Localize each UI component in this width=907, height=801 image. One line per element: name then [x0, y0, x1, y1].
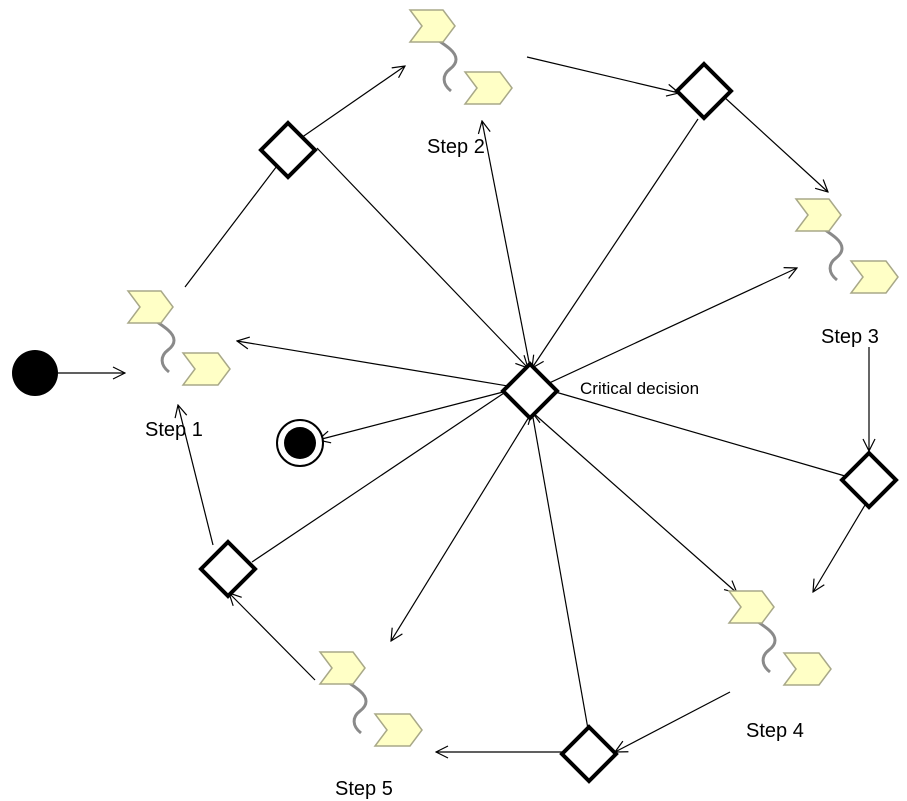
edge-step1-to-decision-a — [184, 161, 281, 288]
central-decision-diamond-icon[interactable] — [500, 361, 560, 421]
edge-center-to-step1 — [237, 341, 533, 391]
edge-center-to-final — [318, 390, 508, 440]
edge-center-to-step2 — [482, 121, 531, 368]
edge-decision-a-to-center — [316, 147, 528, 368]
edge-center-to-step4 — [531, 411, 737, 593]
activity-icon — [794, 197, 900, 295]
central-decision-label: Critical decision — [580, 379, 699, 398]
activity-icon — [727, 589, 833, 687]
step-1-node[interactable]: Step 1 — [126, 289, 232, 441]
decision-diamond-icon[interactable] — [258, 120, 318, 180]
edge-center-to-step3 — [531, 268, 797, 392]
edge-step2-to-decision-b — [526, 56, 679, 93]
edge-decision-c-to-center — [551, 390, 846, 477]
step-5-label: Step 5 — [335, 778, 393, 800]
edge-decision-e-to-step1 — [178, 405, 214, 546]
decision-diamond-icon[interactable] — [839, 450, 899, 510]
step-4-label: Step 4 — [746, 720, 804, 742]
step-nodes: Step 1 Step 2 Step 3 Step 4 Step 5 — [126, 8, 900, 800]
edge-decision-d-to-center — [532, 412, 589, 730]
edge-decision-b-to-center — [532, 118, 699, 368]
step-5-node[interactable]: Step 5 — [318, 650, 424, 800]
decision-diamonds — [198, 61, 899, 784]
activity-icon — [318, 650, 424, 748]
edge-decision-e-to-center — [251, 390, 508, 563]
activity-icon — [126, 289, 232, 387]
decision-diamond-icon[interactable] — [674, 61, 734, 121]
decision-diamond-icon[interactable] — [559, 724, 619, 784]
edge-decision-b-to-step3 — [722, 95, 828, 192]
step-1-label: Step 1 — [145, 419, 203, 441]
initial-node-icon[interactable] — [12, 350, 58, 396]
step-2-label: Step 2 — [427, 136, 485, 158]
edge-step4-to-decision-d — [615, 691, 731, 752]
step-3-node[interactable]: Step 3 — [794, 197, 900, 348]
edge-decision-a-to-step2 — [297, 66, 405, 141]
final-node-icon[interactable] — [276, 419, 324, 467]
step-3-label: Step 3 — [821, 326, 879, 348]
step-4-node[interactable]: Step 4 — [727, 589, 833, 742]
activity-icon — [408, 8, 514, 106]
decision-diamond-icon[interactable] — [198, 539, 258, 599]
connectors — [58, 56, 869, 752]
edge-center-to-step5 — [391, 411, 533, 641]
step-2-node[interactable]: Step 2 — [408, 8, 514, 158]
edge-step5-to-decision-e — [229, 593, 316, 681]
edge-decision-c-to-step4 — [813, 504, 866, 592]
